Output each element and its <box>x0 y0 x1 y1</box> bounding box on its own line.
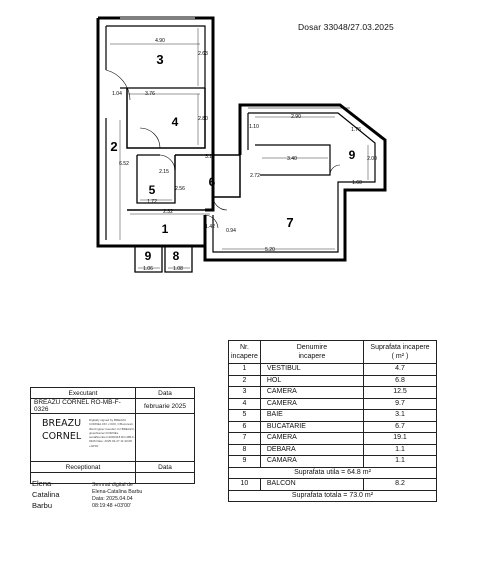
signature-name: BREAZU CORNEL <box>42 418 82 442</box>
cell-area: 1.1 <box>363 455 437 468</box>
receptionist-label: Receptionat <box>30 461 136 473</box>
receptionist-date-label: Data <box>135 461 195 473</box>
cell-name: CAMERA <box>259 386 365 399</box>
cell-name: VESTIBUL <box>259 363 365 376</box>
floor-plan: 3 4 2 5 6 7 1 9 9 8 4.90 2.63 1.04 3.76 … <box>96 16 387 273</box>
dim-label: 1.72 <box>147 199 157 205</box>
dim-label: 2.80 <box>198 116 208 122</box>
room-9b-label: 9 <box>145 249 152 263</box>
total-area-row: Suprafata totala = 73.0 m² <box>228 489 437 502</box>
dim-label: 1.10 <box>249 124 259 130</box>
dim-label: 2.56 <box>175 186 185 192</box>
cell-area: 3.1 <box>363 409 437 422</box>
useful-area-row: Suprafata utila = 64.8 m² <box>228 466 437 479</box>
cell-nr: 4 <box>228 397 261 410</box>
dim-label: 2.32 <box>163 209 173 215</box>
cell-name: BAIE <box>259 409 365 422</box>
executant-date: februarie 2025 <box>135 398 195 414</box>
executant-signature: BREAZU CORNEL Digitally signed by BREAZU… <box>30 413 136 462</box>
cell-name: CAMARA <box>259 455 365 468</box>
cell-area: 6.7 <box>363 420 437 433</box>
cell-name: BALCON <box>259 478 365 491</box>
cell-area: 6.8 <box>363 374 437 387</box>
cell-area: 12.5 <box>363 386 437 399</box>
useful-area-total: Suprafata utila = 64.8 m² <box>228 466 437 479</box>
dim-label: 1.04 <box>112 91 122 97</box>
dim-label: 0.94 <box>226 228 236 234</box>
room-6-label: 6 <box>209 175 216 189</box>
cell-nr: 7 <box>228 432 261 445</box>
file-reference: Dosar 33048/27.03.2025 <box>298 22 394 32</box>
cell-area: 9.7 <box>363 397 437 410</box>
digital-signature-stamp: Digitally signed by BREAZU CORNEL DN: c=… <box>89 418 135 448</box>
dim-label: 2.15 <box>159 169 169 175</box>
receptionist-digital-stamp: Semnat digital de Elena-Catalina Barbu D… <box>92 482 143 509</box>
cell-area: 8.2 <box>363 478 437 491</box>
room-5-label: 5 <box>149 183 156 197</box>
cell-area: 4.7 <box>363 363 437 376</box>
executant-name: BREAZU CORNEL RO-MB-F-0326 <box>30 398 136 414</box>
dim-label: 2.63 <box>198 51 208 57</box>
executant-label: Executant <box>30 387 136 399</box>
room-3-label: 3 <box>156 52 163 67</box>
dim-label: 3.76 <box>145 91 155 97</box>
cell-name: CAMERA <box>259 432 365 445</box>
cell-nr: 9 <box>228 455 261 468</box>
dim-label: 2.00 <box>367 156 377 162</box>
dim-label: 3.17 <box>205 154 215 160</box>
dim-label: 2.90 <box>291 114 301 120</box>
room-4-label: 4 <box>172 115 179 129</box>
dim-label: 6.52 <box>119 161 129 167</box>
receptionist-date-cell <box>135 472 195 484</box>
receptionist-name: Elena- Catalina Barbu <box>32 479 60 510</box>
outer-wall-left <box>98 16 215 212</box>
cell-nr: 8 <box>228 443 261 456</box>
room-8-label: 8 <box>173 249 180 263</box>
dim-label: 2.72 <box>250 173 260 179</box>
dim-label: 1.60 <box>352 180 362 186</box>
room-1-label: 1 <box>162 222 169 236</box>
cell-name: BUCATARIE <box>259 420 365 433</box>
dim-label: 1.06 <box>143 266 153 272</box>
dim-label: 1.42 <box>205 224 215 230</box>
dim-label: 1.76 <box>351 127 361 133</box>
room-2-label: 2 <box>110 139 117 154</box>
dim-label: 4.90 <box>155 38 165 44</box>
cell-name: DEBARA <box>259 443 365 456</box>
cell-nr: 1 <box>228 363 261 376</box>
dim-label: 5.20 <box>265 247 275 253</box>
col-name: Denumire incapere <box>259 340 365 364</box>
cell-nr: 6 <box>228 420 261 433</box>
cell-nr: 5 <box>228 409 261 422</box>
cell-name: CAMERA <box>259 397 365 410</box>
cell-area: 19.1 <box>363 432 437 445</box>
rooms-table: Nr. incapere Denumire incapere Suprafata… <box>228 340 437 502</box>
executant-table: Executant Data BREAZU CORNEL RO-MB-F-032… <box>30 387 195 484</box>
dim-label: 3.40 <box>287 156 297 162</box>
cell-nr: 10 <box>228 478 261 491</box>
cell-nr: 2 <box>228 374 261 387</box>
col-nr: Nr. incapere <box>228 340 261 364</box>
executant-signature-date <box>135 413 195 462</box>
col-area: Suprafata incapere ( m² ) <box>363 340 437 364</box>
room-9-label: 9 <box>349 148 356 162</box>
executant-date-label: Data <box>135 387 195 399</box>
room-7-label: 7 <box>286 215 293 230</box>
cell-area: 1.1 <box>363 443 437 456</box>
total-area: Suprafata totala = 73.0 m² <box>228 489 437 502</box>
outer-wall-west <box>96 18 127 248</box>
cell-name: HOL <box>259 374 365 387</box>
dim-label: 1.08 <box>173 266 183 272</box>
cell-nr: 3 <box>228 386 261 399</box>
